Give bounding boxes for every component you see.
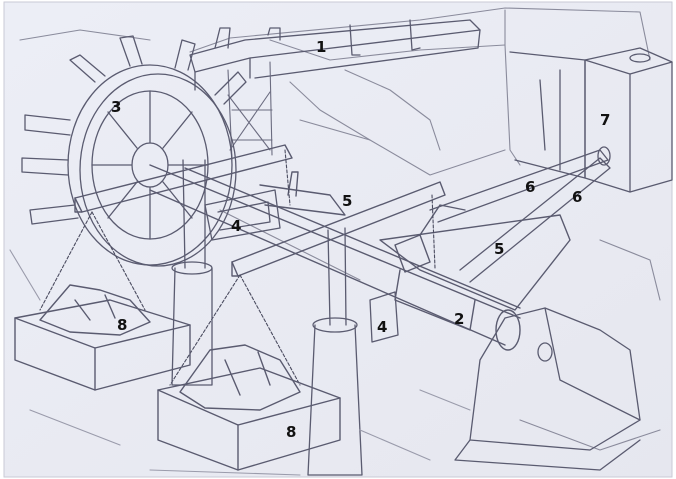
weight-box-right — [157, 344, 341, 471]
waterwheel — [21, 35, 247, 267]
chains — [39, 149, 436, 386]
lever-left — [74, 144, 346, 216]
label-axle: 2 — [454, 310, 465, 328]
label-weight-left: 8 — [117, 316, 128, 334]
scaffold-frame — [227, 61, 273, 161]
weight-box-left — [14, 284, 191, 391]
main-axle — [149, 164, 521, 351]
label-rod-left: 6 — [525, 178, 536, 196]
label-lever-right: 5 — [494, 240, 505, 258]
lever-right — [231, 181, 571, 311]
top-shaft — [189, 19, 481, 91]
label-cam-left: 4 — [231, 217, 242, 235]
label-cam-right: 4 — [377, 318, 388, 336]
support-posts — [171, 159, 363, 476]
label-waterwheel: 3 — [111, 98, 122, 116]
label-weight-right: 8 — [286, 423, 297, 441]
stone-pillar — [509, 47, 673, 193]
background-terrain — [19, 7, 661, 451]
label-lever-left: 5 — [342, 192, 353, 210]
cams — [204, 189, 399, 343]
bearing-block — [454, 307, 641, 471]
label-pillar: 7 — [600, 111, 611, 129]
label-shaft-top: 1 — [316, 38, 327, 56]
label-rod-right: 6 — [572, 188, 583, 206]
rods — [429, 146, 611, 283]
ground-hatching — [9, 249, 471, 476]
